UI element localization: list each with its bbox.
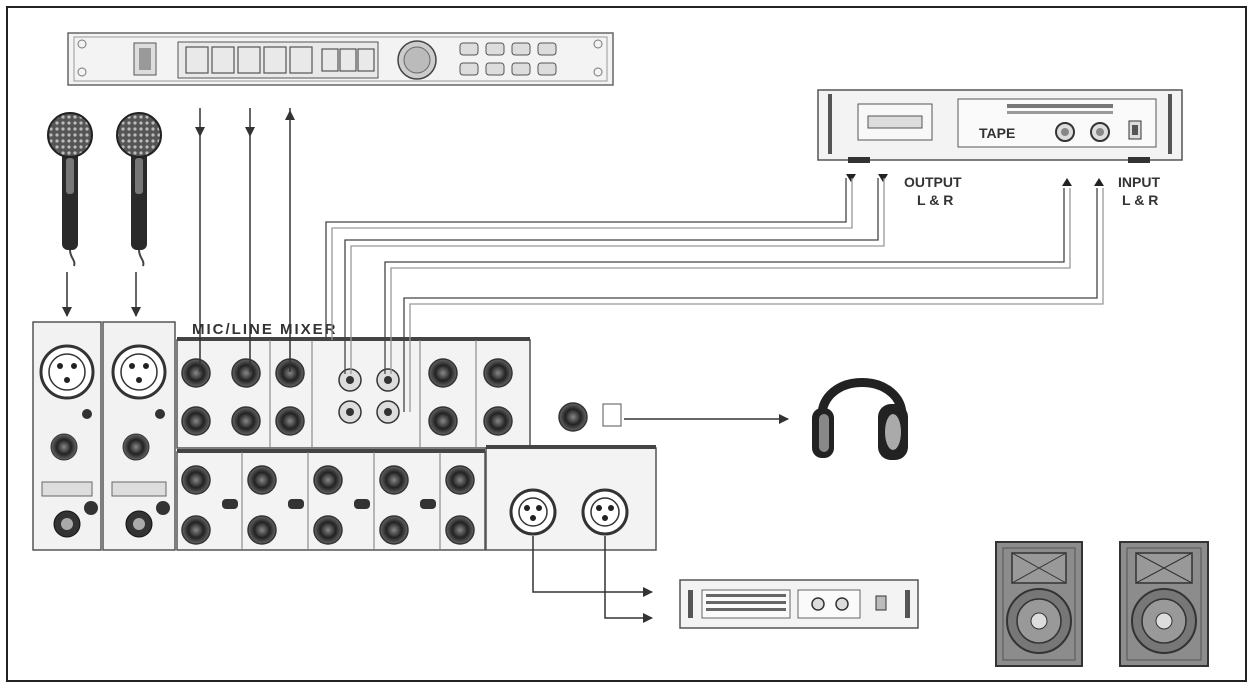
tape-connection-arrows	[846, 174, 1104, 186]
speaker-icon	[995, 541, 1083, 667]
mixer-mic-channel-1	[32, 321, 102, 551]
input-label: INPUT	[1118, 174, 1160, 190]
effects-connection-lines	[199, 108, 291, 372]
output-lr-label: L & R	[917, 192, 953, 208]
effects-processor-unit	[67, 32, 614, 86]
mixer-mic-channel-2	[102, 321, 176, 551]
microphone-icon	[116, 112, 162, 267]
effects-arrowheads	[195, 110, 295, 137]
output-label: OUTPUT	[904, 174, 962, 190]
mic-signal-arrows	[62, 272, 141, 317]
input-lr-label: L & R	[1122, 192, 1158, 208]
microphone-icon	[47, 112, 93, 267]
mixer-lower-panel	[176, 449, 486, 551]
amplifier-connection-lines	[532, 536, 653, 623]
mixer-main-outputs	[485, 445, 657, 551]
headphones-icon	[812, 378, 908, 460]
phones-jack	[558, 402, 622, 432]
mixer-title: MIC/LINE MIXER	[192, 321, 338, 338]
tape-deck-unit	[817, 89, 1183, 163]
mixer-upper-panel	[176, 337, 531, 449]
power-amplifier-unit	[679, 579, 919, 629]
tape-loop-cables	[325, 178, 1104, 412]
tape-label: TAPE	[979, 125, 1015, 141]
speaker-icon	[1119, 541, 1209, 667]
